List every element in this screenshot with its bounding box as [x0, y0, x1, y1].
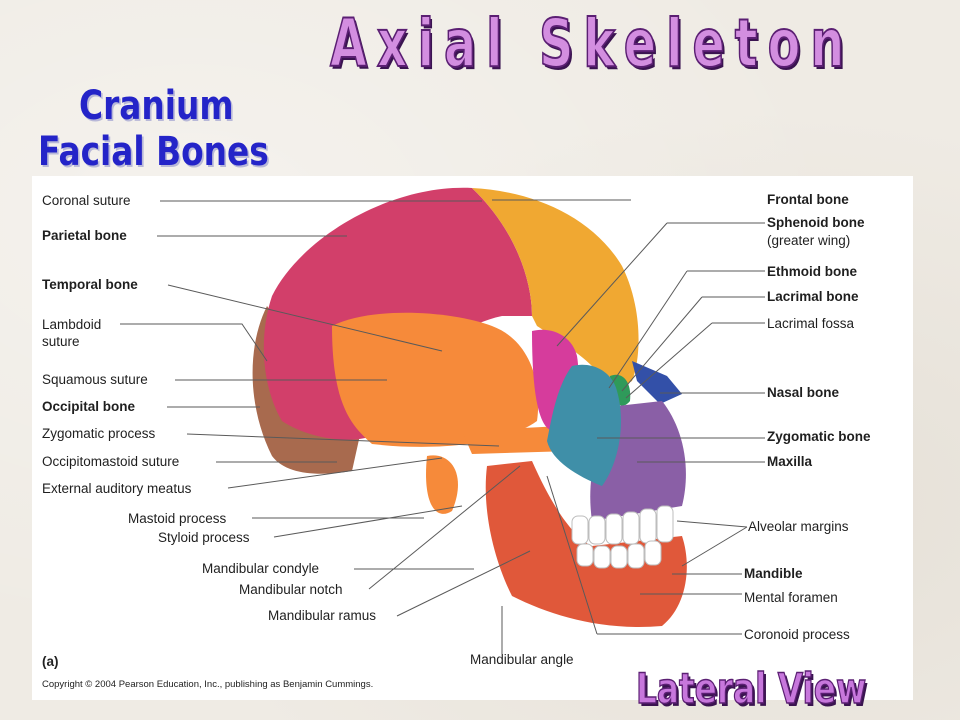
label-parietal-bone: Parietal bone	[42, 228, 127, 243]
label-maxilla: Maxilla	[767, 454, 813, 469]
mastoid-process-shape	[426, 455, 458, 514]
label-external-auditory-meatus: External auditory meatus	[42, 481, 192, 496]
main-title: Axial Skeleton	[329, 5, 855, 82]
label-ethmoid-bone: Ethmoid bone	[767, 264, 857, 279]
skull-illustration	[120, 187, 765, 654]
label-occipital-bone: Occipital bone	[42, 399, 136, 414]
label-nasal-bone: Nasal bone	[767, 385, 840, 400]
label-mandibular-condyle: Mandibular condyle	[202, 561, 320, 576]
leader-lines	[120, 199, 765, 654]
label-squamous-suture: Squamous suture	[42, 372, 148, 387]
label-greater-wing: (greater wing)	[767, 233, 851, 248]
label-occipitomastoid-suture: Occipitomastoid suture	[42, 454, 180, 469]
nasal-bone-shape	[632, 361, 682, 404]
frontal-bone-shape	[472, 188, 639, 386]
zygomatic-process-shape	[462, 426, 572, 454]
subtitle-facial-bones: Facial Bones	[38, 129, 269, 175]
subtitle-cranium: Cranium	[79, 83, 234, 129]
label-alveolar-margins: Alveolar margins	[748, 519, 849, 534]
temporal-bone-shape	[332, 312, 539, 447]
label-lambdoid-suture: suture	[42, 334, 80, 349]
label-coronal-suture: Coronal suture	[42, 193, 131, 208]
label-zygomatic-bone: Zygomatic bone	[767, 429, 871, 444]
label-coronoid-process: Coronoid process	[744, 627, 850, 642]
teeth-group	[571, 505, 674, 569]
label-mandibular-notch: Mandibular notch	[239, 582, 343, 597]
label-zygomatic-process: Zygomatic process	[42, 426, 156, 441]
label-frontal-bone: Frontal bone	[767, 192, 849, 207]
label-mandibular-ramus: Mandibular ramus	[268, 608, 377, 623]
figure-part-label: (a)	[42, 654, 59, 669]
lateral-view-title: Lateral View	[635, 664, 867, 713]
label-mastoid-process: Mastoid process	[128, 511, 227, 526]
label-sphenoid-bone: Sphenoid bone	[767, 215, 865, 230]
label-lacrimal-bone: Lacrimal bone	[767, 289, 859, 304]
label-temporal-bone: Temporal bone	[42, 277, 138, 292]
label-lacrimal-fossa: Lacrimal fossa	[767, 316, 855, 331]
label-mandible: Mandible	[744, 566, 803, 581]
zygomatic-bone-shape	[547, 364, 622, 486]
label-mandibular-angle: Mandibular angle	[470, 652, 574, 667]
label-styloid-process: Styloid process	[158, 530, 250, 545]
label-lambdoid: Lambdoid	[42, 317, 102, 332]
skull-figure-panel: Coronal suture Parietal bone Temporal bo…	[32, 176, 913, 700]
copyright-notice: Copyright © 2004 Pearson Education, Inc.…	[42, 679, 374, 690]
label-mental-foramen: Mental foramen	[744, 590, 838, 605]
